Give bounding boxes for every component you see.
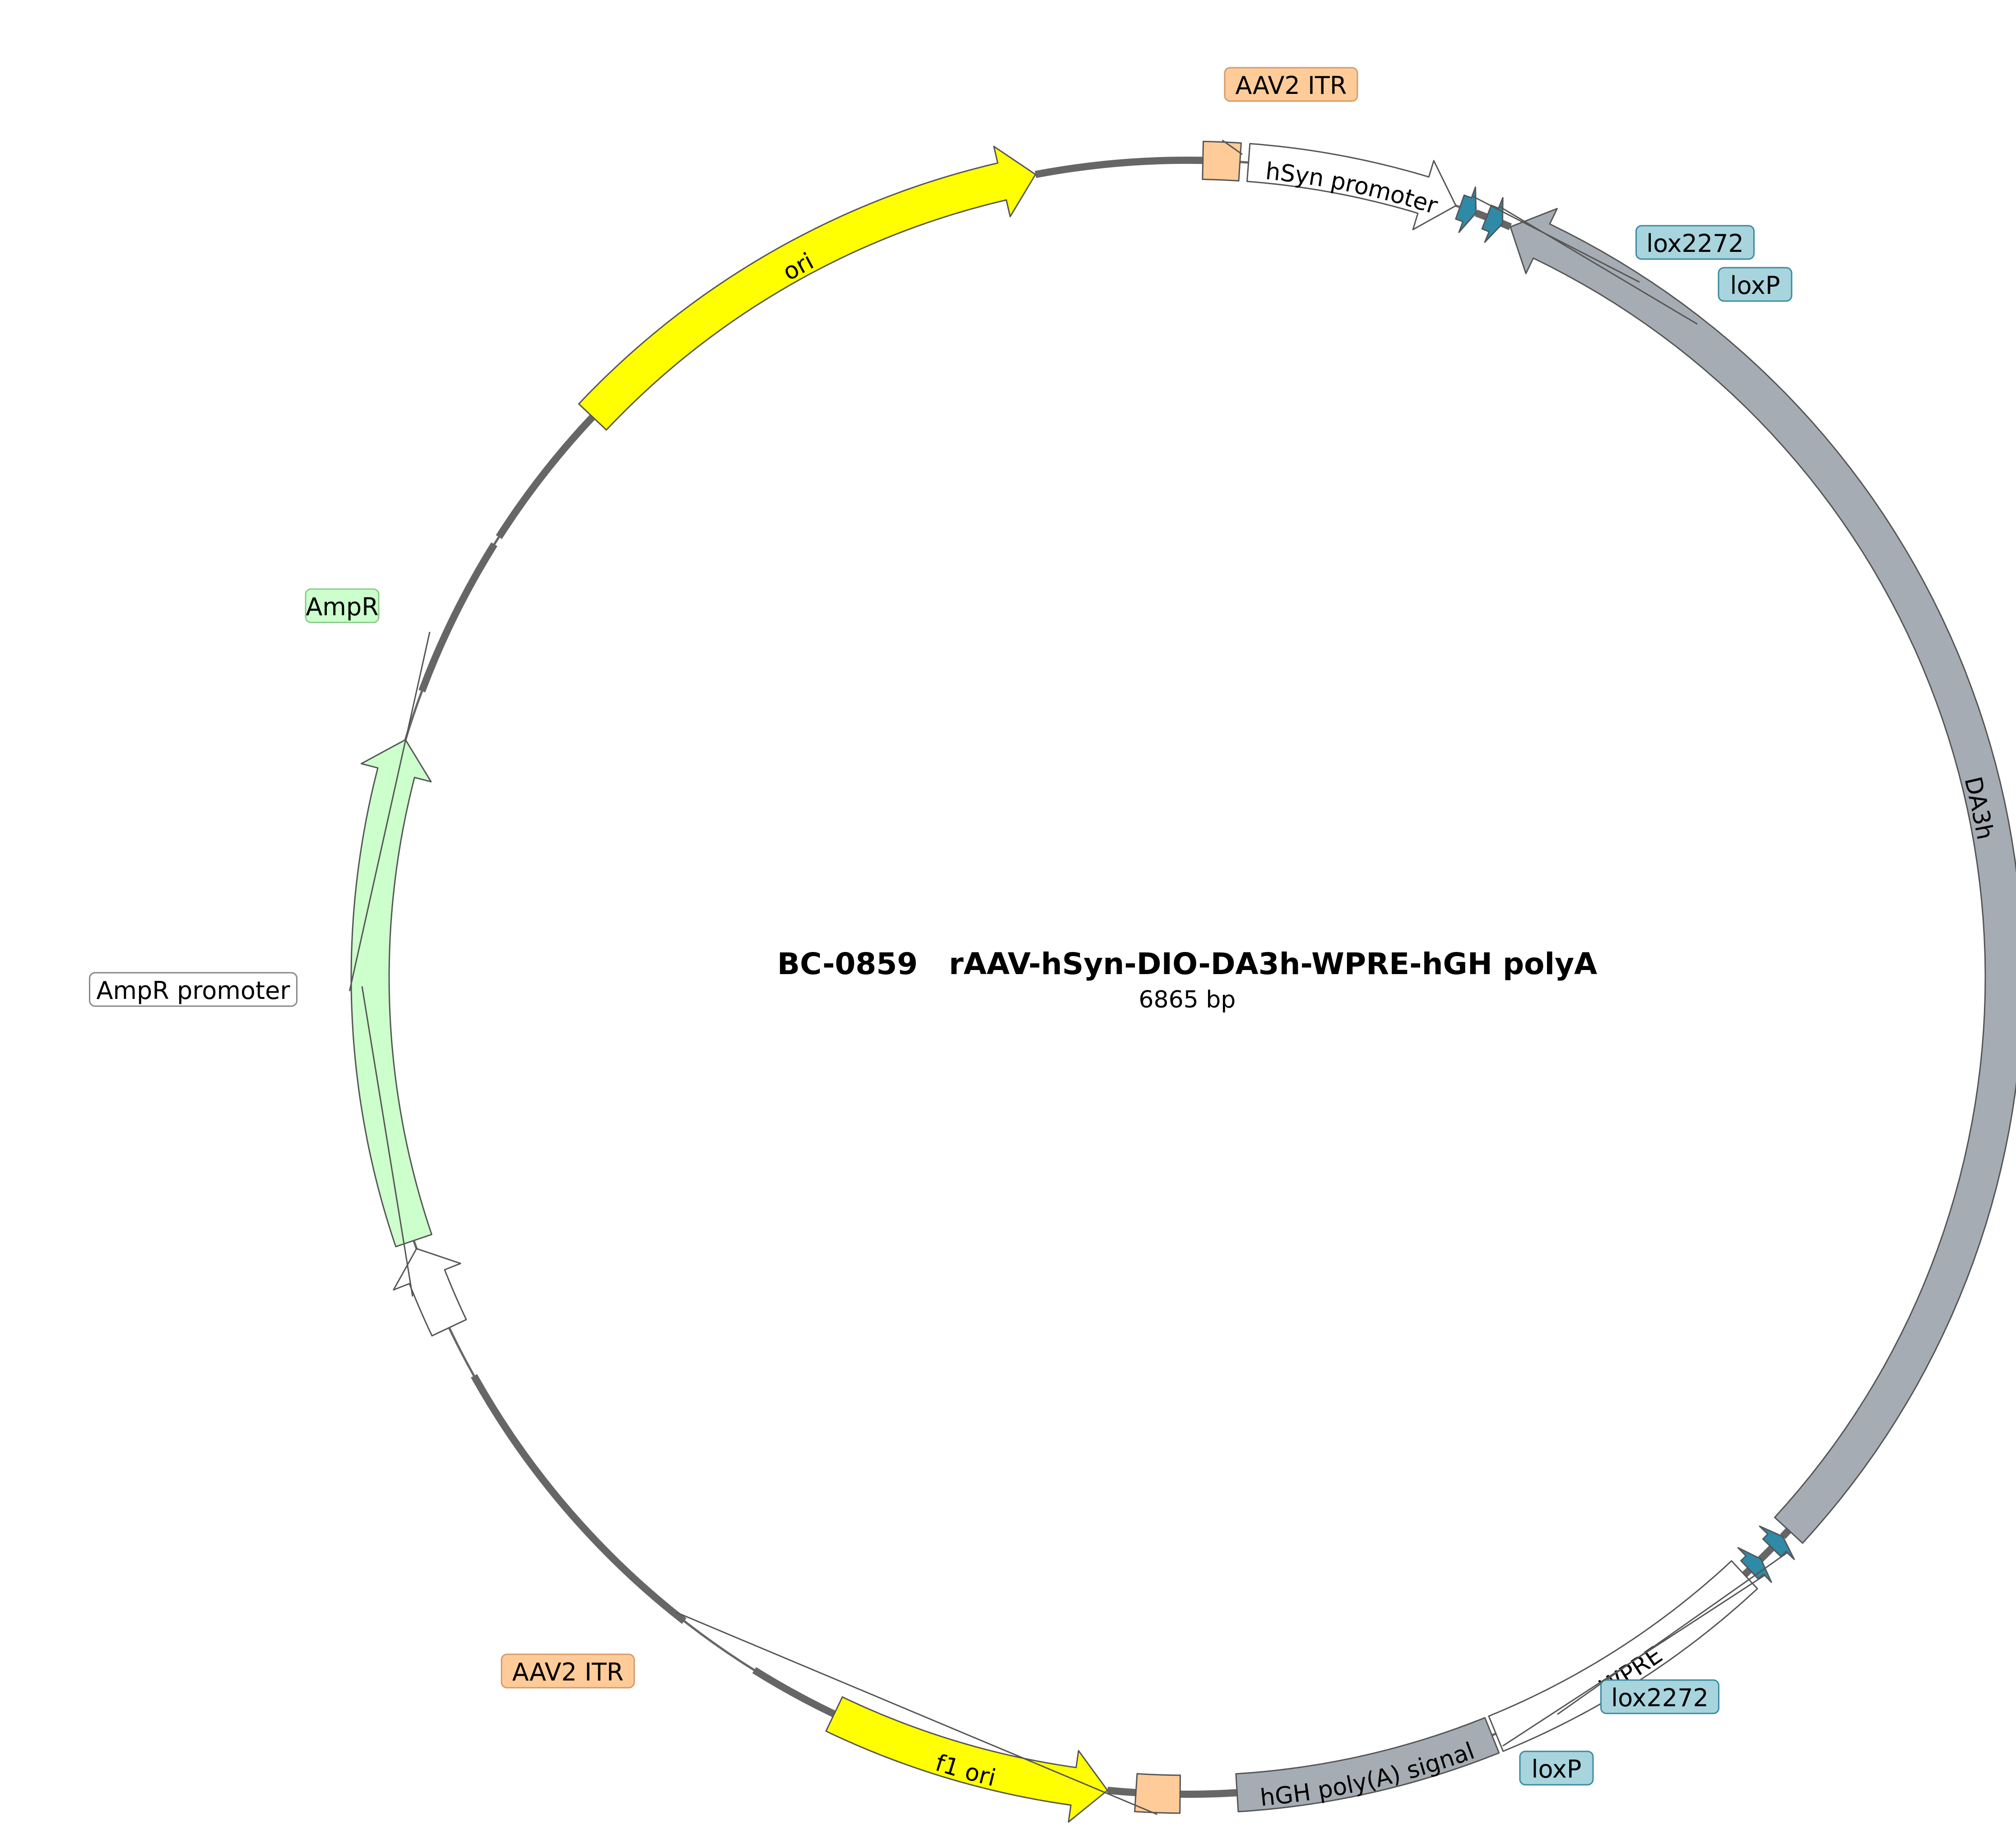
feature-loxp-2[interactable] <box>1737 1547 1772 1583</box>
callout-line-ampr <box>348 631 431 992</box>
backbone-segment <box>1107 1787 1136 1797</box>
feature-f1-ori[interactable] <box>825 1696 1108 1823</box>
callout-line-aav2-itr-bottom <box>676 1611 1158 1815</box>
callout-label-aav2-itr-top: AAV2 ITR <box>1236 71 1347 100</box>
callout-label-loxp-1: loxP <box>1730 271 1780 300</box>
callout-line-loxp-1 <box>1500 206 1698 325</box>
callout-line-ampr-promoter <box>361 986 413 1297</box>
feature-loxp-1[interactable] <box>1481 197 1504 243</box>
callout-labels: AAV2 ITR lox2272 loxP lox2272 loxP AAV2 ITR Am… <box>89 67 1793 1815</box>
feature-aav2-itr-bottom[interactable] <box>1134 1773 1181 1814</box>
callout-line-loxp-2 <box>1502 1574 1766 1747</box>
feature-hgh-polya[interactable] <box>1235 1717 1500 1812</box>
backbone-segment <box>496 414 595 539</box>
feature-ampr-promoter[interactable] <box>393 1248 467 1337</box>
backbone-segment <box>418 542 497 692</box>
callout-box-loxp-2[interactable] <box>1519 1750 1594 1786</box>
callout-box-aav2-itr-top[interactable] <box>1224 67 1358 102</box>
callout-label-aav2-itr-bottom: AAV2 ITR <box>512 1658 624 1686</box>
callout-box-lox2272-2[interactable] <box>1600 1679 1719 1714</box>
feature-ori[interactable] <box>578 145 1036 431</box>
callout-label-ampr: AmpR <box>306 593 378 621</box>
backbone-segment <box>752 1667 836 1718</box>
callout-label-loxp-2: loxP <box>1532 1755 1582 1783</box>
feature-ampr[interactable] <box>350 739 432 1248</box>
backbone-segment <box>471 1374 687 1624</box>
callout-label-ampr-promoter: AmpR promoter <box>96 976 290 1005</box>
plasmid-size-label: 6865 bp <box>1139 986 1236 1013</box>
backbone-segment <box>1035 156 1203 178</box>
feature-wpre[interactable] <box>1488 1560 1758 1752</box>
callout-line-lox2272-1 <box>1473 195 1640 283</box>
feature-hsyn-promoter[interactable] <box>1246 143 1457 231</box>
callout-box-lox2272-1[interactable] <box>1635 225 1755 260</box>
callout-box-loxp-1[interactable] <box>1718 267 1793 302</box>
callout-box-ampr-promoter[interactable] <box>89 972 297 1007</box>
feature-lox2272-2[interactable] <box>1759 1525 1795 1560</box>
feature-da3h[interactable] <box>1510 208 2016 1544</box>
feature-lox2272-1[interactable] <box>1455 186 1477 233</box>
callout-line-lox2272-2 <box>1557 1551 1788 1715</box>
feature-aav2-itr-top[interactable] <box>1202 140 1242 182</box>
callout-label-lox2272-1: lox2272 <box>1646 229 1744 258</box>
backbone-segment <box>1780 1527 1792 1539</box>
backbone-segment <box>1180 1789 1237 1798</box>
callout-box-aav2-itr-bottom[interactable] <box>501 1653 635 1689</box>
feature-track <box>350 140 2016 1823</box>
plasmid-title: BC-0859 rAAV-hSyn-DIO-DA3h-WPRE-hGH poly… <box>777 947 1598 981</box>
callout-box-ampr[interactable] <box>305 588 380 623</box>
label-path <box>598 181 1036 422</box>
callout-line-aav2-itr-top <box>1222 139 1243 155</box>
callout-label-lox2272-2: lox2272 <box>1611 1684 1709 1712</box>
